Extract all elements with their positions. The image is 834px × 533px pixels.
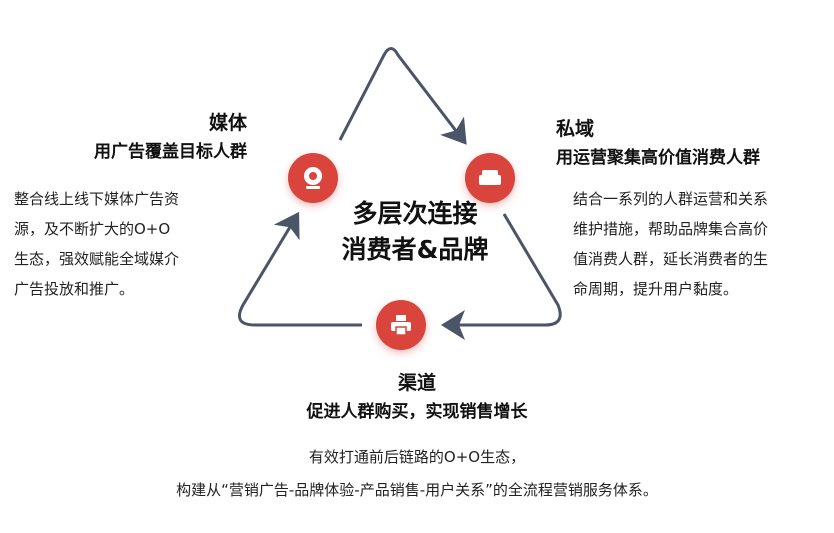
center-title: 多层次连接 消费者&品牌 xyxy=(310,196,520,268)
printer-icon xyxy=(391,315,411,336)
text-line: 值消费人群，延长消费者的生 xyxy=(573,250,769,268)
text-line: 维护措施，帮助品牌集合高价 xyxy=(573,220,769,238)
arrow-right xyxy=(441,213,562,340)
media-description: 整合线上线下媒体广告资 源，及不断扩大的O+O 生态，强效赋能全域媒介 广告投放… xyxy=(14,184,244,304)
private-node xyxy=(465,153,515,203)
sofa-icon xyxy=(479,170,501,185)
text-line: 生态，强效赋能全域媒介 xyxy=(14,250,180,268)
private-heading: 私域 用运营聚集高价值消费人群 xyxy=(556,114,834,168)
channel-node xyxy=(376,300,426,350)
media-subtitle: 用广告覆盖目标人群 xyxy=(94,142,247,162)
channel-description: 有效打通前后链路的O+O生态， 构建从“营销广告-品牌体验-产品销售-用户关系”… xyxy=(0,441,834,507)
text-line: 源，及不断扩大的O+O xyxy=(14,220,171,238)
channel-heading: 渠道 促进人群购买，实现销售增长 xyxy=(0,368,834,422)
channel-title: 渠道 xyxy=(397,372,436,394)
private-subtitle: 用运营聚集高价值消费人群 xyxy=(556,148,760,168)
text-line: 整合线上线下媒体广告资 xyxy=(14,190,180,208)
text-line: 构建从“营销广告-品牌体验-产品销售-用户关系”的全流程营销服务体系。 xyxy=(176,481,658,499)
center-line-1: 多层次连接 xyxy=(352,199,478,228)
center-line-2: 消费者&品牌 xyxy=(341,235,489,264)
webcam-icon xyxy=(304,167,322,189)
channel-subtitle: 促进人群购买，实现销售增长 xyxy=(306,402,528,422)
text-line: 广告投放和推广。 xyxy=(14,280,135,298)
private-title: 私域 xyxy=(556,118,595,140)
media-heading: 媒体 用广告覆盖目标人群 xyxy=(0,108,247,162)
text-line: 有效打通前后链路的O+O生态， xyxy=(308,448,526,466)
media-node xyxy=(288,153,338,203)
text-line: 结合一系列的人群运营和关系 xyxy=(573,190,769,208)
text-line: 命周期，提升用户黏度。 xyxy=(573,280,739,298)
arrow-left xyxy=(238,211,362,327)
media-title: 媒体 xyxy=(208,112,247,134)
private-description: 结合一系列的人群运营和关系 维护措施，帮助品牌集合高价 值消费人群，延长消费者的… xyxy=(573,184,833,304)
arrow-top xyxy=(338,47,467,145)
